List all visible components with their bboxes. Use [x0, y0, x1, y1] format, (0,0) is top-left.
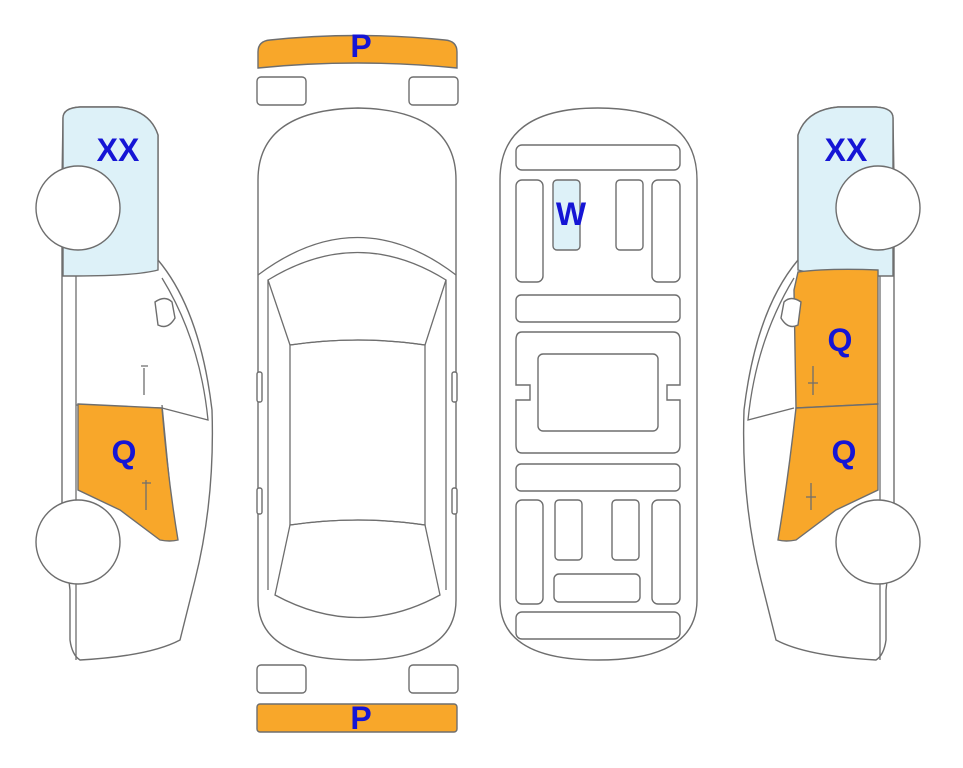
left-windshield-label: XX	[97, 132, 140, 168]
right-side-mirror	[780, 297, 802, 328]
left-rear-door-handle	[142, 480, 151, 510]
rear-bumper-panel[interactable]	[256, 703, 458, 733]
underbody-right-rear-inner	[611, 499, 640, 561]
front-left-headlight	[256, 76, 307, 106]
top-left-mirror	[256, 371, 263, 403]
rear-bumper[interactable]: P	[256, 700, 458, 736]
underbody-middle-crossmember	[515, 294, 681, 323]
car-top-view	[256, 107, 458, 661]
underbody-left-rear-inner	[554, 499, 583, 561]
right-windshield-label: XX	[825, 132, 868, 168]
underbody-panel-damaged[interactable]	[552, 179, 581, 251]
underbody-panel-label: W	[556, 196, 587, 232]
rear-bumper-label: P	[350, 700, 371, 736]
top-body-outline	[257, 107, 457, 661]
rear-left-taillight	[256, 664, 307, 694]
car-underbody-view: W	[499, 107, 698, 661]
front-bumper-panel[interactable]	[257, 34, 458, 69]
underbody-left-front-rail	[515, 179, 544, 283]
front-bumper[interactable]: P	[257, 28, 458, 69]
underbody-right-rear-rail	[651, 499, 681, 605]
right-front-wheel	[835, 165, 921, 251]
left-front-door-handle	[141, 365, 148, 395]
underbody-panel[interactable]: W	[552, 179, 587, 251]
rear-right-taillight	[408, 664, 459, 694]
top-right-mirror	[451, 371, 458, 403]
car-left-side-view: XX Q	[35, 106, 214, 661]
underbody-right-front-inner	[615, 179, 644, 251]
top-hood-line	[257, 236, 457, 276]
left-front-wheel	[35, 165, 121, 251]
left-rear-door-label: Q	[112, 434, 137, 470]
left-rear-door-panel[interactable]	[77, 403, 179, 542]
right-front-door-handle	[808, 366, 818, 395]
top-right-handle	[451, 487, 458, 515]
left-rear-wheel	[35, 499, 121, 585]
underbody-center-tunnel	[537, 353, 659, 432]
underbody-right-front-rail	[651, 179, 681, 283]
right-rear-door-label: Q	[832, 434, 857, 470]
top-rear-window	[274, 519, 441, 619]
right-front-door-label: Q	[828, 322, 853, 358]
car-right-side-view: XX Q Q	[742, 106, 921, 661]
right-rear-wheel	[835, 499, 921, 585]
right-rear-door-panel[interactable]	[777, 403, 879, 542]
left-side-window	[161, 277, 209, 421]
left-side-mirror	[154, 297, 176, 328]
underbody-fuel-tank	[553, 573, 641, 603]
front-right-headlight	[408, 76, 459, 106]
right-rear-door-handle	[806, 483, 816, 510]
underbody-rear-crossmember	[515, 463, 681, 492]
underbody-left-rear-rail	[515, 499, 544, 605]
underbody-front-crossmember	[515, 144, 681, 171]
right-side-window	[747, 277, 795, 421]
top-left-handle	[256, 487, 263, 515]
underbody-rear-panel	[515, 611, 681, 640]
front-bumper-label: P	[350, 28, 371, 64]
